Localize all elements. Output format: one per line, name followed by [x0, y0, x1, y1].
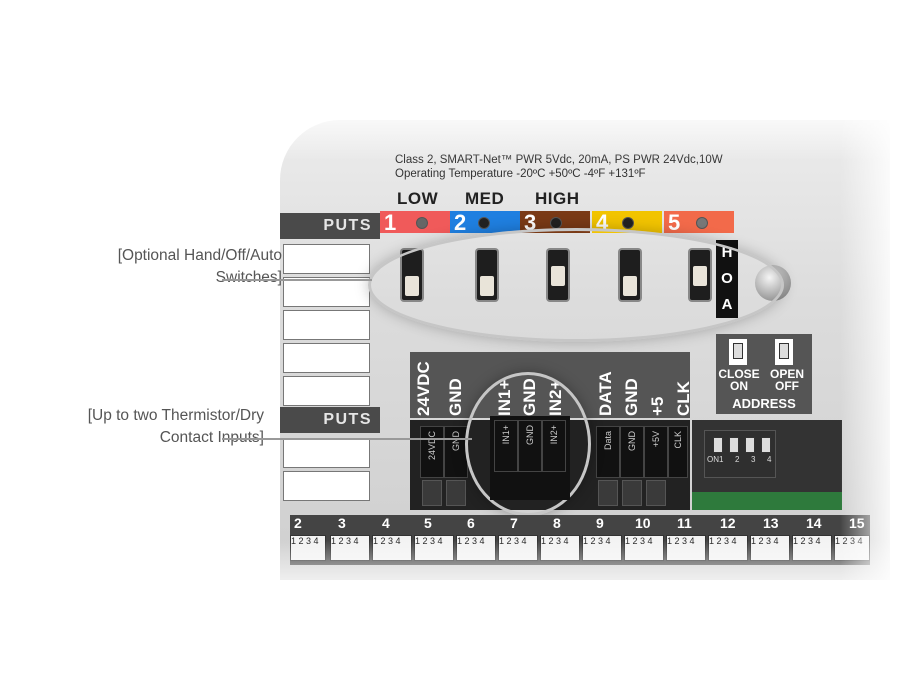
dip-on-label: ON — [707, 455, 719, 464]
inputs-header-2: PUTS — [280, 407, 380, 433]
speed-label-low: LOW — [397, 189, 439, 208]
term-label-gnd: GND — [446, 378, 465, 416]
terminal-screw — [422, 480, 442, 506]
term-label-24vdc: 24VDC — [414, 361, 433, 416]
terminal-screw — [446, 480, 466, 506]
led-indicator — [416, 217, 428, 229]
terminal-clk[interactable]: CLK — [668, 426, 688, 478]
leader-line-hoa — [222, 279, 372, 281]
input-slot — [283, 310, 370, 340]
annotation-hoa-line1: [Optional Hand/Off/Auto — [117, 247, 282, 264]
annotation-therm-line1: [Up to two Thermistor/Dry — [87, 407, 264, 424]
annotation-thermistor: [Up to two Thermistor/Dry Contact Inputs… — [20, 405, 264, 449]
thermistor-highlight-circle — [465, 372, 591, 516]
terminal-screw — [622, 480, 642, 506]
speed-label-high: HIGH — [535, 189, 580, 208]
address-dip-area: ON 1 2 3 4 — [692, 420, 842, 510]
annotation-hoa: [Optional Hand/Off/Auto Switches] — [40, 245, 282, 289]
panel-fade — [260, 100, 900, 160]
channel-5-number: 5 — [668, 210, 681, 235]
address-switch-close[interactable] — [728, 338, 748, 366]
term-label-5v: +5 — [648, 396, 667, 416]
term-label-data: DATA — [596, 371, 615, 416]
terminal-in1[interactable]: IN1+ — [494, 420, 518, 472]
leader-line-thermistor — [222, 438, 472, 440]
address-switch-open[interactable] — [774, 338, 794, 366]
input-slot — [283, 438, 370, 468]
channel-5-box: 5 — [664, 210, 734, 235]
panel-fade — [840, 100, 900, 600]
terminal-gnd3[interactable]: GND — [620, 426, 644, 478]
input-slot — [283, 376, 370, 406]
spec-line-2: Operating Temperature -20ºC +50ºC -4ºF +… — [395, 168, 646, 180]
term-label-gnd3: GND — [622, 378, 641, 416]
led-indicator — [622, 217, 634, 229]
terminal-gnd2[interactable]: GND — [518, 420, 542, 472]
terminal-screw — [646, 480, 666, 506]
terminal-5v[interactable]: +5V — [644, 426, 668, 478]
led-indicator — [696, 217, 708, 229]
input-slot — [283, 244, 370, 274]
panel-fade — [260, 540, 900, 600]
channel-1-box: 1 — [380, 210, 450, 235]
channel-1-number: 1 — [384, 210, 397, 235]
channel-2-box: 2 — [450, 210, 520, 235]
address-label: ADDRESS — [732, 396, 796, 411]
thermistor-terminals: IN1+ GND IN2+ — [490, 416, 570, 500]
terminal-data[interactable]: Data — [596, 426, 620, 478]
annotation-hoa-line2: Switches] — [215, 269, 282, 286]
input-slot — [283, 343, 370, 373]
terminal-screw — [598, 480, 618, 506]
channel-2-number: 2 — [454, 210, 467, 235]
hoa-highlight-ellipse — [368, 228, 784, 342]
annotation-therm-line2: Contact Inputs] — [159, 429, 264, 446]
input-slot — [283, 277, 370, 307]
term-label-clk: CLK — [674, 381, 693, 416]
input-slot — [283, 471, 370, 501]
inputs-header-1: PUTS — [280, 213, 380, 239]
terminal-24vdc[interactable]: 24VDC — [420, 426, 444, 478]
terminal-in2[interactable]: IN2+ — [542, 420, 566, 472]
led-indicator — [478, 217, 490, 229]
speed-label-med: MED — [465, 189, 505, 208]
